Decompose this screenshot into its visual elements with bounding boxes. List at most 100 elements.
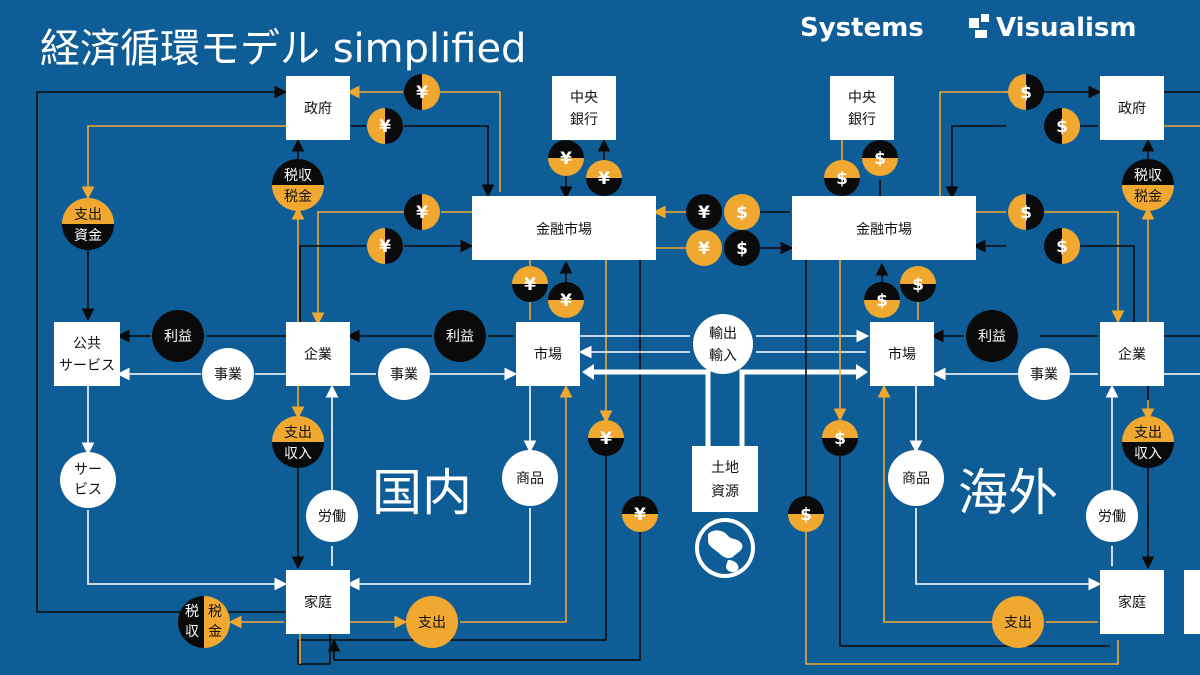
svg-text:$: $ [800,505,812,525]
svg-text:¥: ¥ [524,275,536,295]
svg-text:資金: 資金 [74,228,102,244]
flow-goods-foreign: 商品 [888,450,944,506]
yen-coin-gov-bottom: ¥ [367,108,403,144]
node-household-domestic: 家庭 [286,570,350,634]
node-firm-domestic: 企業 [286,322,350,386]
domestic-flow-lines [36,85,641,665]
svg-text:収入: 収入 [1134,446,1162,462]
svg-text:$: $ [834,429,846,449]
yen-coin-market-right: ¥ [548,282,584,318]
svg-text:企業: 企業 [304,346,332,363]
svg-text:利益: 利益 [446,329,474,345]
svg-text:支出: 支出 [1004,615,1032,631]
yen-coin-cb-right: ¥ [586,160,622,196]
svg-text:利益: 利益 [978,329,1006,345]
svg-text:¥: ¥ [560,149,572,169]
dollar-coin-market-left: $ [864,282,900,318]
svg-text:税収: 税収 [1134,168,1162,184]
svg-text:商品: 商品 [902,471,930,487]
flow-business-mid: 事業 [378,348,430,400]
flow-spend-income-domestic: 支出 収入 [272,416,324,468]
region-label-domestic: 国内 [372,464,472,522]
yen-coin-fin-top: ¥ [404,194,440,230]
node-gov-domestic: 政府 [286,76,350,140]
node-firm-foreign: 企業 [1100,322,1164,386]
yen-coin-exchange-bottom: ¥ [686,230,722,266]
svg-text:企業: 企業 [1118,346,1146,363]
dollar-coin-exchange-bottom: $ [724,230,760,266]
flow-spend-foreign: 支出 [992,596,1044,648]
flow-profit-mid: 利益 [434,310,486,362]
flow-tax-circle-domestic: 税収 税金 [272,159,324,211]
globe-icon [695,518,755,578]
svg-text:家庭: 家庭 [304,594,332,611]
flow-tax-circle-foreign: 税収 税金 [1122,159,1174,211]
svg-text:税金: 税金 [1134,189,1162,205]
node-market-foreign: 市場 [870,322,934,386]
svg-text:¥: ¥ [416,203,428,223]
svg-text:¥: ¥ [379,117,391,137]
svg-text:銀行: 銀行 [848,112,876,128]
node-gov-foreign: 政府 [1100,76,1164,140]
flow-business-left: 事業 [202,348,254,400]
svg-text:事業: 事業 [1030,367,1058,383]
svg-text:サー: サー [74,462,102,478]
dollar-coin-cb-right: $ [862,140,898,176]
flow-labor-domestic: 労働 [306,490,358,542]
dollar-coin-gov-top: $ [1008,74,1044,110]
node-finance-domestic: 金融市場 [472,196,656,260]
svg-text:$: $ [876,291,888,311]
dollar-coin-lower-1: $ [822,420,858,456]
svg-text:輸出: 輸出 [709,326,737,342]
dollar-coin-fin-top: $ [1008,194,1044,230]
yen-coin-lower-2: ¥ [622,496,658,532]
dollar-coin-fin-bottom: $ [1044,228,1080,264]
yen-coin-exchange-top: ¥ [686,194,722,230]
svg-text:$: $ [874,149,886,169]
node-central-bank-foreign: 中央 銀行 [830,76,894,140]
svg-text:労働: 労働 [1098,509,1126,525]
svg-text:¥: ¥ [560,291,572,311]
svg-text:ビス: ビス [74,482,102,498]
svg-text:公共: 公共 [73,336,101,352]
svg-text:税金: 税金 [284,189,312,205]
svg-text:商品: 商品 [516,471,544,487]
svg-text:$: $ [1020,203,1032,223]
yen-coin-market-left: ¥ [512,266,548,302]
flow-spend-domestic: 支出 [406,596,458,648]
brand-text-visualism: Visualism [996,13,1137,43]
svg-text:$: $ [736,239,748,259]
flow-service: サー ビス [60,452,116,508]
svg-text:資源: 資源 [711,484,739,500]
svg-text:銀行: 銀行 [570,112,598,128]
svg-text:収: 収 [185,624,199,640]
svg-text:¥: ¥ [600,429,612,449]
svg-text:金: 金 [208,624,222,640]
brand-logo-icon [969,14,989,38]
svg-text:利益: 利益 [164,329,192,345]
svg-text:家庭: 家庭 [1118,594,1146,611]
flow-spend-funds-circle: 支出 資金 [62,198,114,250]
svg-text:金融市場: 金融市場 [856,221,912,238]
node-market-domestic: 市場 [516,322,580,386]
svg-text:事業: 事業 [214,367,242,383]
svg-text:支出: 支出 [284,425,312,441]
node-land-resource: 土地 資源 [692,446,758,512]
dollar-coin-cb-left: $ [824,160,860,196]
svg-text:サービス: サービス [59,358,115,374]
flow-trade: 輸出 輸入 [693,314,753,374]
svg-text:支出: 支出 [1134,425,1162,441]
svg-text:支出: 支出 [418,615,446,631]
svg-text:¥: ¥ [379,237,391,257]
svg-text:¥: ¥ [698,203,710,223]
svg-text:¥: ¥ [598,169,610,189]
yen-coin-gov-top: ¥ [404,74,440,110]
flow-tax-household-circle: 税 収 税 金 [178,596,230,648]
svg-text:中央: 中央 [570,90,598,106]
node-finance-foreign: 金融市場 [792,196,976,260]
node-offscreen-edge [1184,570,1200,634]
svg-text:$: $ [1056,117,1068,137]
svg-text:$: $ [736,203,748,223]
svg-text:中央: 中央 [848,90,876,106]
flow-labor-foreign: 労働 [1086,490,1138,542]
